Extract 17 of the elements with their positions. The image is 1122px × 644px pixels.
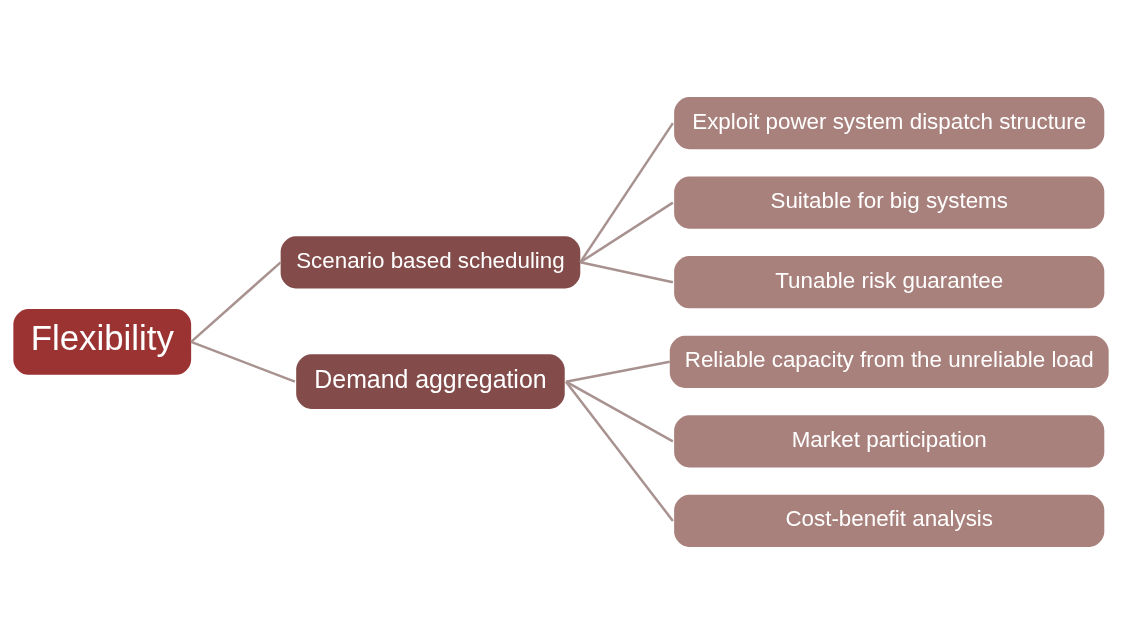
node-box: Scenario based scheduling [280,236,581,289]
node-box: Flexibility [13,308,192,375]
connector [190,340,296,383]
node-box: Market participation [674,415,1105,468]
connector [579,122,674,263]
node-box: Cost-benefit analysis [674,494,1105,548]
connector [190,261,282,343]
connector [565,380,674,522]
node-box: Reliable capacity from the unreliable load [669,335,1109,388]
node-box: Suitable for big systems [674,176,1105,229]
connector [565,380,674,443]
node-box: Tunable risk guarantee [674,256,1105,309]
connector [580,261,674,284]
node-box: Demand aggregation [296,354,565,410]
node-box: Exploit power system dispatch structure [674,96,1105,150]
connector [565,360,670,383]
connector [579,201,674,264]
